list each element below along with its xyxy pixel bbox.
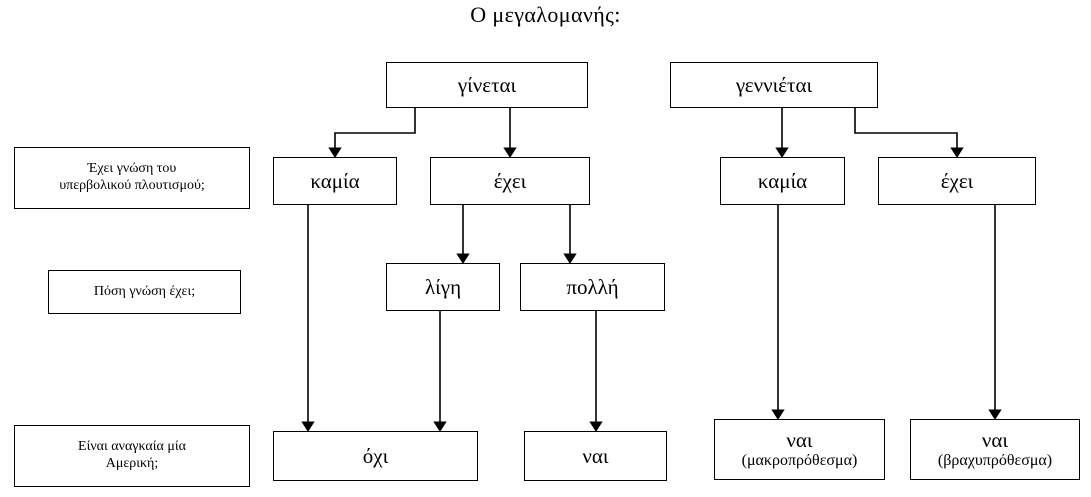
node-n-ligi: λίγη	[386, 263, 500, 311]
question-label-q-knowledge: Έχει γνώση του υπερβολικού πλουτισμού;	[14, 147, 250, 209]
node-label-secondary: (μακροπρόθεσμα)	[741, 452, 858, 470]
edge-e-gennietai-exei	[854, 108, 964, 158]
question-label-q-amount: Πόση γνώση έχει;	[48, 270, 241, 314]
page-title: Ο μεγαλομανής:	[470, 2, 621, 27]
node-label-secondary: (βραχυπρόθεσμα)	[937, 452, 1053, 470]
node-n-nai: ναι	[524, 431, 667, 481]
node-n-nai-braxy: ναι(βραχυπρόθεσμα)	[910, 419, 1080, 480]
node-n-kamia-r: καμία	[720, 157, 845, 205]
edge-e-ginetai-kamia	[328, 108, 416, 158]
node-n-exei-l: έχει	[430, 157, 590, 205]
node-n-kamia-l: καμία	[273, 157, 397, 205]
question-label-q-america: Είναι αναγκαία μία Αμερική;	[14, 425, 250, 487]
node-n-polli: πολλή	[520, 263, 665, 311]
node-n-exei-r: έχει	[878, 157, 1036, 205]
node-label-primary: ναι	[786, 427, 813, 452]
node-label-primary: ναι	[981, 427, 1009, 452]
node-n-nai-makro: ναι(μακροπρόθεσμα)	[714, 419, 885, 480]
node-n-oxi: όχι	[273, 431, 478, 481]
node-n-gennietai: γεννιέται	[670, 62, 878, 108]
node-n-ginetai: γίνεται	[386, 62, 588, 108]
